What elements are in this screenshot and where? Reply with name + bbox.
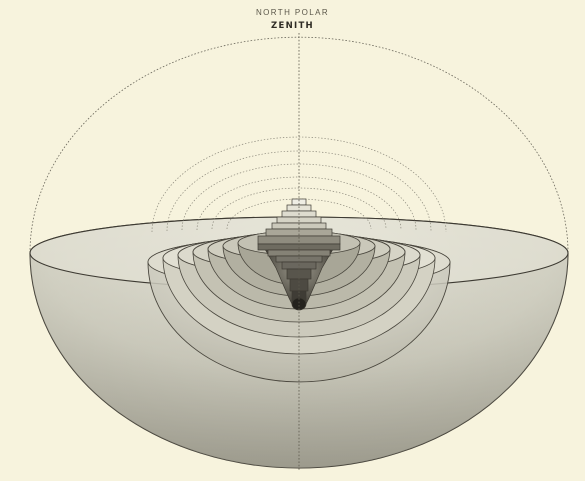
diagram-plate: NORTH POLAR ZENITH: [29, 8, 569, 470]
polar-sphere-diagram: [29, 33, 569, 470]
